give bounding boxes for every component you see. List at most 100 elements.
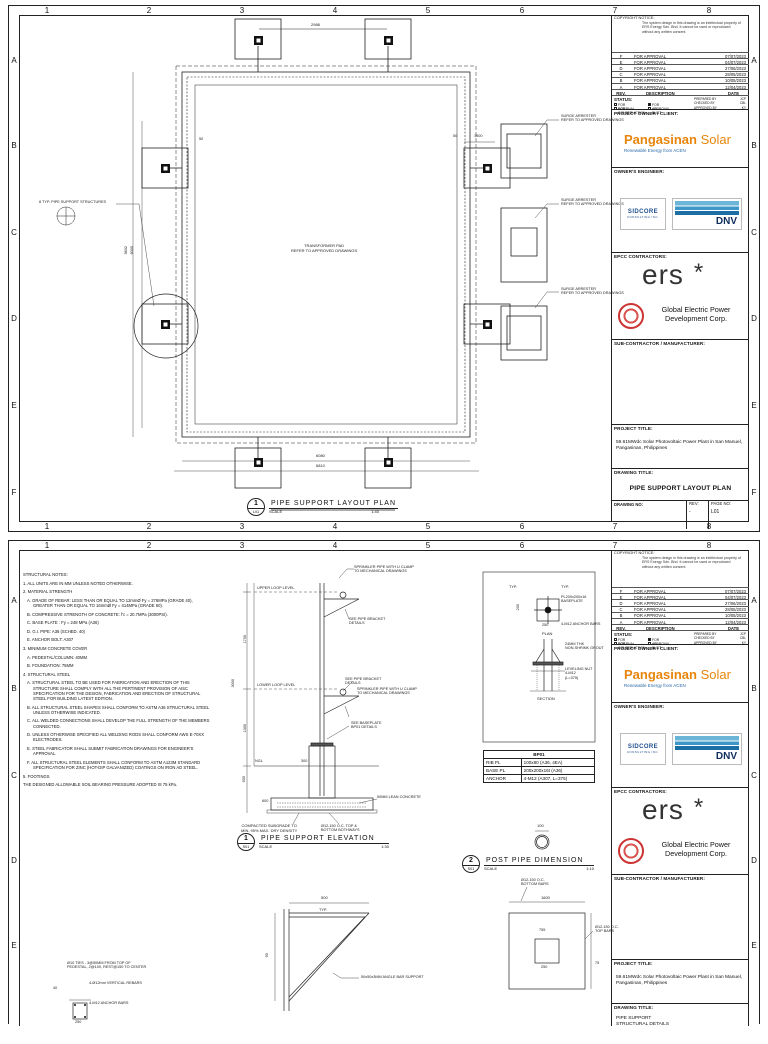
sprinkler-pipe-label-1: SPRINKLER PIPE WITH U CLAMP TO MECHANICA…	[354, 565, 414, 574]
ties-label: Ø10 TIES - 3@50MM FROM TOP OF PEDESTAL, …	[67, 961, 147, 970]
grid-row-a-right: A	[751, 596, 757, 605]
gepdc-name: Global Electric Power Development Corp.	[661, 305, 731, 323]
surge-arrester-label-1: SURGE ARRESTER REFER TO APPROVED DRAWING…	[561, 114, 624, 123]
note: A. PEDESTAL/COLUMN: 40MM	[27, 654, 87, 660]
lower-loop-level-label: LOWER LOOP LEVEL	[257, 683, 296, 687]
bp-dim-250: 250	[542, 623, 549, 627]
bracket-dim-500: 500	[321, 895, 328, 900]
grid-col-1-bottom: 1	[44, 522, 50, 531]
subcontractor-section: SUB-CONTRACTOR / MANUFACTURER:	[612, 340, 749, 425]
top-bars-label: Ø12-150 O.C. TOP BARS	[595, 925, 619, 934]
grid-col-7-bottom: 7	[612, 522, 618, 531]
scale-value: 1:40	[371, 509, 379, 514]
bp-section-label: SECTION	[537, 696, 555, 701]
dim-right-a: 50	[453, 134, 458, 138]
dnv-logo: DNV	[672, 198, 742, 230]
post-dim-100: 100	[537, 823, 544, 828]
dim-bottom-2: 6810	[316, 463, 325, 468]
owner-section: PROJECT OWNER / CLIENT: Pangasinan Solar…	[612, 110, 749, 168]
grid-col-6-bottom: 6	[519, 522, 525, 531]
drawing-title-section: DRAWING TITLE: PIPE SUPPORT LAYOUT PLAN	[612, 469, 749, 501]
note: E. STEEL FABRICATOR SHALL SUBMIT FABRICA…	[27, 745, 194, 757]
drawing-title: PIPE SUPPORT	[616, 1016, 652, 1021]
drawing-title: PIPE SUPPORT LAYOUT PLAN	[629, 485, 732, 492]
grid-row-f-right: F	[751, 488, 757, 497]
grid-col-3: 3	[239, 541, 245, 550]
grid-col-7: 7	[612, 541, 618, 550]
grid-col-5-bottom: 5	[425, 522, 431, 531]
dim-right-b: 1500	[474, 134, 483, 138]
ers-logo: ers*	[642, 794, 705, 825]
grid-row-f: F	[11, 488, 17, 497]
note: C. ALL WELDED CONNECTIONS SHALL DEVELOP …	[27, 718, 210, 729]
vertical-rebars-label: 4-Ø12mm VERTICAL REBARS	[89, 981, 142, 985]
owner-label: PROJECT OWNER / CLIENT:	[614, 111, 679, 116]
layout-plan-drawing	[56, 18, 559, 511]
anchor-bars-label: 4-M12 ANCHOR BARS	[561, 622, 601, 626]
baseplate-label: SEE BASEPLATE BP01 DETAILS	[351, 721, 382, 730]
grid-col-5: 5	[425, 541, 431, 550]
dim-left: 50	[199, 137, 204, 141]
grid-col-1: 1	[44, 541, 50, 550]
note: E. ANCHOR BOLT: A307	[27, 637, 74, 643]
grid-row-c: C	[11, 228, 17, 237]
note: A. GRADE OF REBAR: LESS THAN OR EQUAL TO…	[27, 597, 193, 608]
note: F. ALL STRUCTURAL STEEL ELEMENTS SHALL C…	[27, 759, 201, 770]
grid-col-4: 4	[332, 6, 338, 15]
owner-section: PROJECT OWNER / CLIENT: Pangasinan Solar…	[612, 645, 749, 703]
dim-3000: 3000	[231, 678, 236, 688]
note: C. BASE PLATE : Fy = 248 MPa (A36)	[27, 620, 99, 626]
grid-row-e: E	[11, 401, 17, 410]
grid-col-6: 6	[519, 541, 525, 550]
surge-arrester-label-2: SURGE ARRESTER REFER TO APPROVED DRAWING…	[561, 198, 624, 207]
grid-row-a: A	[11, 596, 17, 605]
note: B. COMPRESSIVE STRENGTH OF CONCRETE: f'c…	[27, 611, 168, 617]
epcc-section: EPCC CONTRACTORS: ers* Global Electric P…	[612, 253, 749, 340]
grid-col-4: 4	[332, 541, 338, 550]
epcc-label: EPCC CONTRACTORS:	[614, 254, 667, 259]
ers-logo: ers*	[642, 259, 705, 290]
grid-row-a-right: A	[751, 56, 757, 65]
grid-col-1: 1	[44, 6, 50, 15]
dim-vert: 5832	[124, 245, 129, 255]
dnv-logo: DNV	[672, 733, 742, 765]
footing-dim-1600: 1600	[541, 895, 550, 900]
grid-col-7: 7	[612, 6, 618, 15]
grid-col-4-bottom: 4	[332, 522, 338, 531]
footing-dim-755: 755	[539, 928, 546, 932]
drawing-title-label: DRAWING TITLE:	[614, 470, 654, 475]
note: B. FOUNDATION: 75MM	[27, 663, 74, 669]
subgrade-label: COMPACTED SUBGRADE TO MIN. 95% MAX. DRY …	[241, 823, 298, 833]
scale-label: SCALE	[269, 509, 283, 514]
view-name: PIPE SUPPORT ELEVATION	[259, 835, 389, 844]
gepdc-seal-icon	[618, 303, 644, 329]
note-heading: STRUCTURAL NOTES:	[23, 572, 68, 577]
revision-section: COPYRIGHT NOTICE: The system design in t…	[612, 550, 749, 650]
status-row: STATUS: FOR INTERNAL FOR APPROVAL FOR CO…	[612, 95, 749, 115]
view-name: PIPE SUPPORT LAYOUT PLAN	[269, 500, 399, 509]
bp-dim-200: 200	[515, 604, 520, 611]
bracket-dim-90: 90	[264, 953, 269, 958]
structural-details-drawing	[69, 568, 596, 1020]
project-title: 59.61MWdc Solar Photovoltaic Power Plant…	[616, 440, 743, 452]
transformer-pad-outline	[181, 71, 471, 438]
drawing-number-row: DRAWING NO: REV:- PAGE NO:L01	[612, 501, 749, 529]
grid-row-c: C	[11, 771, 17, 780]
dim-bottom-1: 6080	[316, 453, 325, 458]
grid-row-d: D	[11, 314, 17, 323]
note: A. STRUCTURAL STEEL TO BE USED FOR FABRI…	[27, 680, 201, 701]
